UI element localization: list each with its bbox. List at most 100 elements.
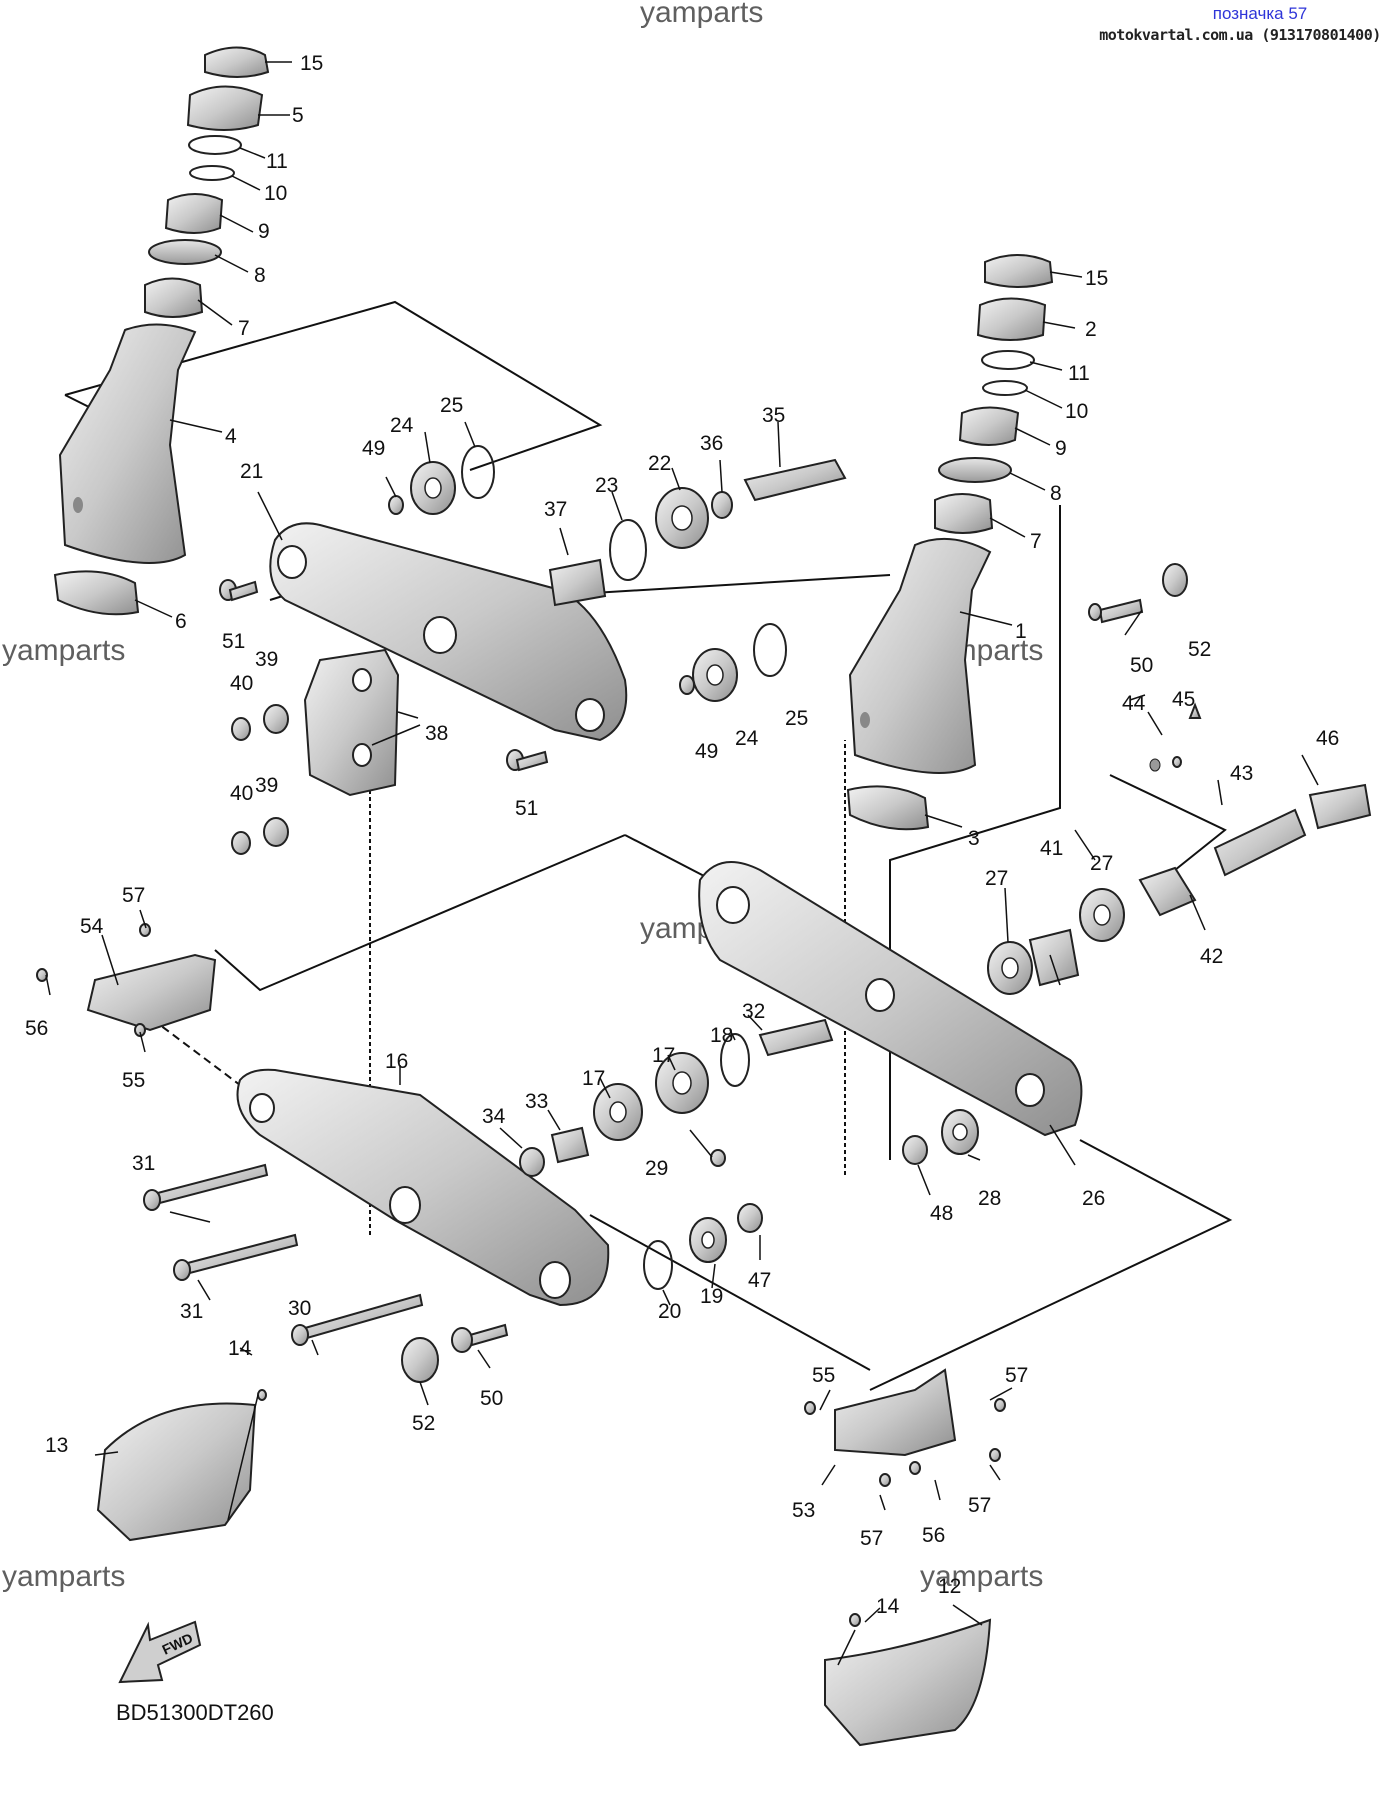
callout-54[interactable]: 54 xyxy=(80,915,104,938)
lower-crown xyxy=(698,861,1083,1137)
callout-22[interactable]: 22 xyxy=(648,452,671,475)
callout-52[interactable]: 52 xyxy=(412,1412,435,1435)
callout-48[interactable]: 48 xyxy=(930,1202,953,1225)
watermark: yamparts xyxy=(2,634,126,667)
callout-41[interactable]: 41 xyxy=(1040,837,1063,860)
mid-shaft-parts xyxy=(519,1018,834,1290)
callout-49[interactable]: 49 xyxy=(362,437,385,460)
callout-17[interactable]: 17 xyxy=(582,1067,605,1090)
callout-11[interactable]: 11 xyxy=(1068,362,1090,385)
callout-19[interactable]: 19 xyxy=(700,1285,723,1308)
site-credit: motokvartal.com.ua (913170801400) xyxy=(1099,26,1381,44)
callout-24[interactable]: 24 xyxy=(390,414,414,437)
callout-38[interactable]: 38 xyxy=(425,722,448,745)
callout-9[interactable]: 9 xyxy=(258,220,270,243)
callout-51[interactable]: 51 xyxy=(222,630,245,653)
callout-57[interactable]: 57 xyxy=(1005,1364,1028,1387)
callout-57[interactable]: 57 xyxy=(122,884,145,907)
callout-55[interactable]: 55 xyxy=(122,1069,145,1092)
callout-2[interactable]: 2 xyxy=(1085,318,1097,341)
callout-31[interactable]: 31 xyxy=(180,1300,203,1323)
callout-46[interactable]: 46 xyxy=(1316,727,1339,750)
callout-57[interactable]: 57 xyxy=(968,1494,991,1517)
callout-26[interactable]: 26 xyxy=(1082,1187,1105,1210)
callout-11[interactable]: 11 xyxy=(266,150,288,173)
callout-10[interactable]: 10 xyxy=(264,182,287,205)
callout-20[interactable]: 20 xyxy=(658,1300,681,1323)
lower-left-clamp xyxy=(236,1068,610,1307)
watermark: yamparts xyxy=(920,1560,1044,1593)
callout-3[interactable]: 3 xyxy=(968,827,980,850)
callout-21[interactable]: 21 xyxy=(240,460,263,483)
callout-57[interactable]: 57 xyxy=(860,1527,883,1550)
callout-27[interactable]: 27 xyxy=(1090,852,1113,875)
callout-6[interactable]: 6 xyxy=(175,610,187,633)
callout-47[interactable]: 47 xyxy=(748,1269,771,1292)
upper-shaft-parts xyxy=(388,445,847,702)
callout-16[interactable]: 16 xyxy=(385,1050,408,1073)
watermark: yamparts xyxy=(640,0,764,29)
callout-9[interactable]: 9 xyxy=(1055,437,1067,460)
callout-43[interactable]: 43 xyxy=(1230,762,1253,785)
callout-7[interactable]: 7 xyxy=(1030,530,1042,553)
callout-13[interactable]: 13 xyxy=(45,1434,68,1457)
diagram-code: BD51300DT260 xyxy=(116,1700,274,1725)
watermark: yamparts xyxy=(2,1560,126,1593)
callout-12[interactable]: 12 xyxy=(938,1575,961,1598)
right-shaft-parts xyxy=(902,563,1372,1165)
callout-25[interactable]: 25 xyxy=(785,707,808,730)
callout-28[interactable]: 28 xyxy=(978,1187,1001,1210)
fwd-arrow: FWD xyxy=(118,1620,202,1684)
callout-15[interactable]: 15 xyxy=(300,52,323,75)
callout-25[interactable]: 25 xyxy=(440,394,463,417)
callout-44[interactable]: 44 xyxy=(1122,692,1146,715)
upper-crown xyxy=(269,522,628,742)
callout-53[interactable]: 53 xyxy=(792,1499,815,1522)
callout-1[interactable]: 1 xyxy=(1015,620,1027,643)
callout-40[interactable]: 40 xyxy=(230,782,253,805)
callout-23[interactable]: 23 xyxy=(595,474,618,497)
left-stem-stack xyxy=(53,46,270,616)
callout-5[interactable]: 5 xyxy=(292,104,304,127)
bracket-plate xyxy=(303,648,400,797)
callout-14[interactable]: 14 xyxy=(228,1337,252,1360)
callout-29[interactable]: 29 xyxy=(645,1157,668,1180)
callout-15[interactable]: 15 xyxy=(1085,267,1108,290)
callout-49[interactable]: 49 xyxy=(695,740,718,763)
callout-50[interactable]: 50 xyxy=(480,1387,503,1410)
callout-10[interactable]: 10 xyxy=(1065,400,1088,423)
callout-31[interactable]: 31 xyxy=(132,1152,155,1175)
callout-42[interactable]: 42 xyxy=(1200,945,1223,968)
callout-56[interactable]: 56 xyxy=(25,1017,48,1040)
callout-34[interactable]: 34 xyxy=(482,1105,506,1128)
callout-33[interactable]: 33 xyxy=(525,1090,548,1113)
pozn-link[interactable]: позначка 57 xyxy=(1212,4,1308,23)
callout-7[interactable]: 7 xyxy=(238,317,250,340)
callout-8[interactable]: 8 xyxy=(1050,482,1062,505)
callout-50[interactable]: 50 xyxy=(1130,654,1153,677)
callout-40[interactable]: 40 xyxy=(230,672,253,695)
callout-14[interactable]: 14 xyxy=(876,1595,900,1618)
callout-37[interactable]: 37 xyxy=(544,498,567,521)
callout-39[interactable]: 39 xyxy=(255,774,278,797)
callout-55[interactable]: 55 xyxy=(812,1364,835,1387)
callout-56[interactable]: 56 xyxy=(922,1524,945,1547)
callout-35[interactable]: 35 xyxy=(762,404,785,427)
callout-36[interactable]: 36 xyxy=(700,432,723,455)
callout-45[interactable]: 45 xyxy=(1172,688,1195,711)
callout-8[interactable]: 8 xyxy=(254,264,266,287)
callout-24[interactable]: 24 xyxy=(735,727,759,750)
callout-51[interactable]: 51 xyxy=(515,797,538,820)
bolts xyxy=(143,579,1202,1383)
callout-32[interactable]: 32 xyxy=(742,1000,765,1023)
callout-17[interactable]: 17 xyxy=(652,1044,675,1067)
callout-4[interactable]: 4 xyxy=(225,425,237,448)
callout-30[interactable]: 30 xyxy=(288,1297,311,1320)
callout-52[interactable]: 52 xyxy=(1188,638,1211,661)
small-brackets xyxy=(36,923,1006,1487)
callout-39[interactable]: 39 xyxy=(255,648,278,671)
callout-27[interactable]: 27 xyxy=(985,867,1008,890)
callout-18[interactable]: 18 xyxy=(710,1024,733,1047)
